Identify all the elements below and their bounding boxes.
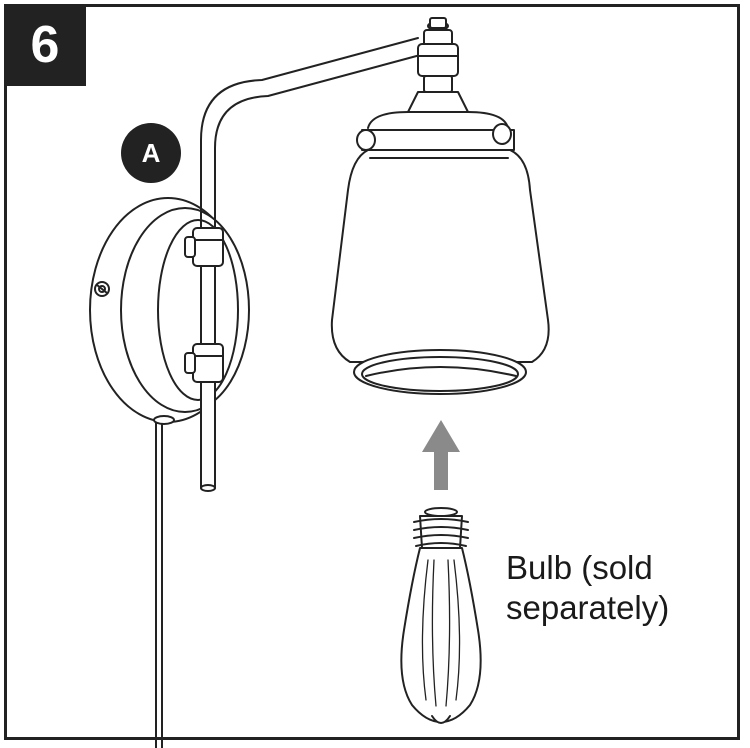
part-label-badge: A [121, 123, 181, 183]
caption-line-1: Bulb (sold [506, 549, 653, 586]
arrow-up-icon [422, 420, 460, 490]
bulb-caption: Bulb (sold separately) [506, 548, 669, 628]
glass-shade [330, 149, 550, 395]
power-cord [153, 415, 175, 748]
light-bulb [400, 507, 482, 724]
caption-line-2: separately) [506, 589, 670, 626]
wall-canopy [89, 197, 250, 423]
arm-rod [184, 37, 425, 492]
socket-holder [356, 17, 515, 151]
step-number-badge: 6 [4, 4, 86, 86]
step-frame [4, 4, 740, 740]
